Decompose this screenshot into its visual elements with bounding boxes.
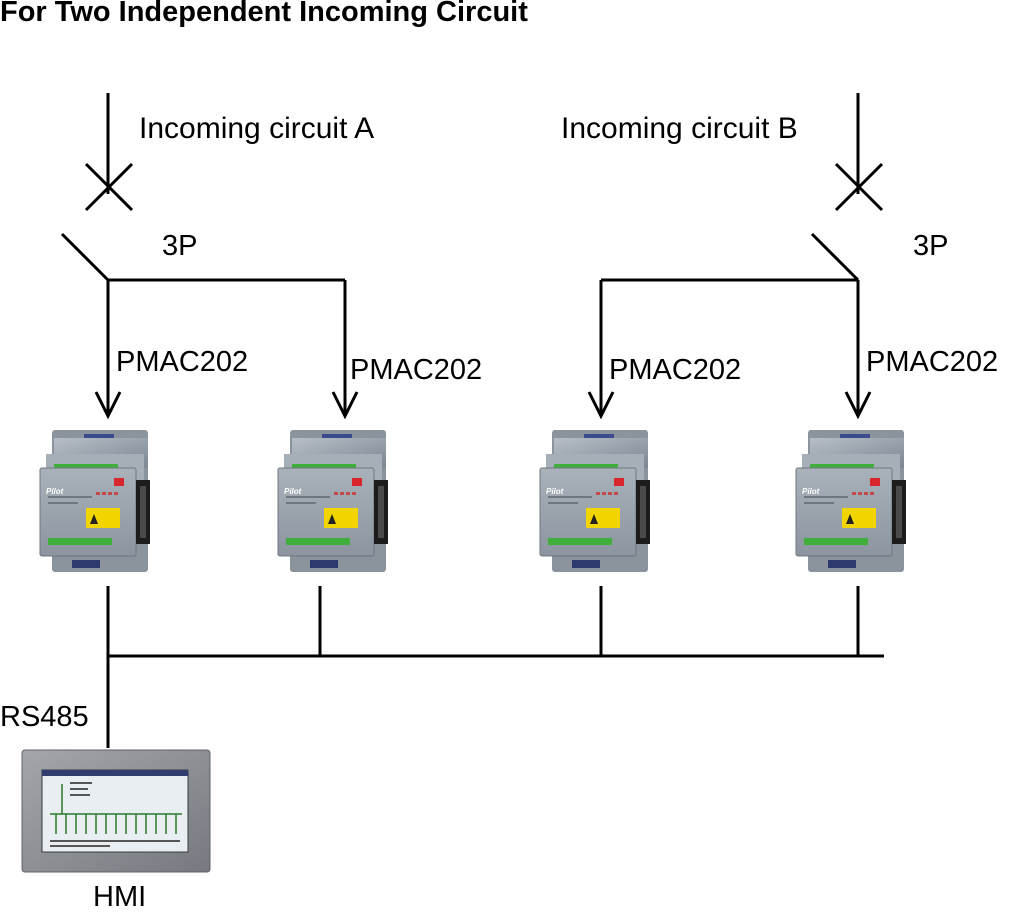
device-1-brand: Pilot [46,487,64,496]
pmac202-device-1: Pilot [39,429,151,573]
circuit-a-label: Incoming circuit A [139,112,375,145]
pmac202-device-3: Pilot [539,429,651,573]
device-3-label: PMAC202 [609,354,742,386]
device-4-brand: Pilot [802,487,820,496]
device-3-brand: Pilot [546,487,564,496]
device-4-label: PMAC202 [866,346,999,378]
circuit-a-pole-label: 3P [162,230,198,262]
diagram-title: For Two Independent Incoming Circuit [0,0,528,28]
hmi-label: HMI [93,881,147,913]
circuit-b-pole-label: 3P [913,230,949,262]
device-2-label: PMAC202 [350,354,483,386]
pmac202-device-2: Pilot [277,429,389,573]
device-1-label: PMAC202 [116,346,249,378]
hmi-panel [21,749,211,873]
rs485-label: RS485 [0,701,89,733]
pmac202-device-4: Pilot [795,429,907,573]
circuit-b-label: Incoming circuit B [561,112,798,145]
device-2-brand: Pilot [284,487,302,496]
